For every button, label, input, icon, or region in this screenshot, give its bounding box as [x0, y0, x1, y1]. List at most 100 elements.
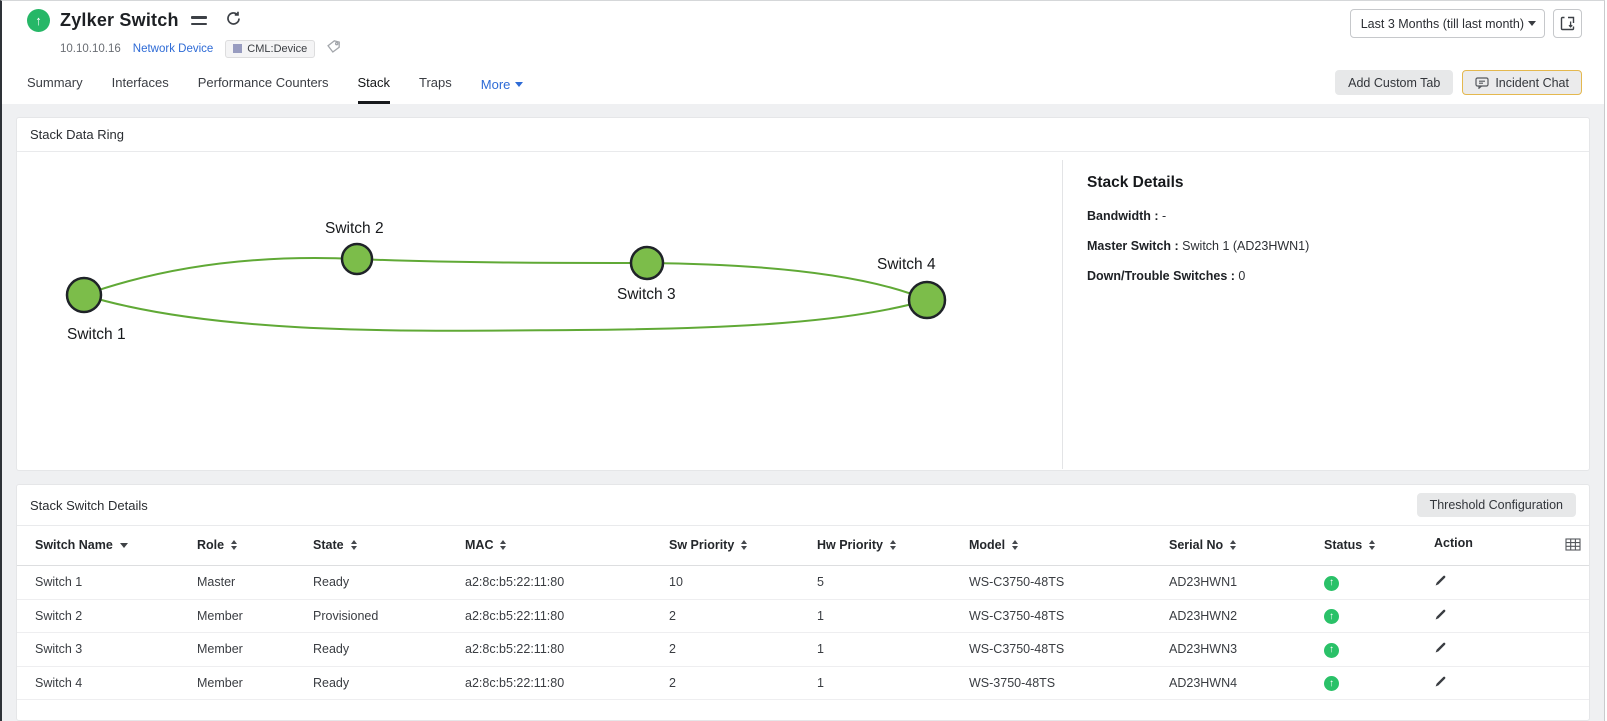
stack-details: Stack Details Bandwidth : - Master Switc… [1063, 152, 1589, 475]
pencil-icon[interactable] [1434, 641, 1447, 654]
pencil-icon[interactable] [1434, 574, 1447, 587]
vertical-divider [1062, 160, 1063, 469]
table-row: Switch 4 Member Ready a2:8c:b5:22:11:80 … [17, 666, 1589, 700]
cell-switch-name: Switch 3 [17, 632, 189, 667]
node-switch-1[interactable] [65, 276, 103, 314]
incident-chat-button[interactable]: Incident Chat [1462, 70, 1582, 95]
stack-switch-table: Switch Name Role State MAC Sw Priority H… [17, 525, 1589, 700]
bandwidth-row: Bandwidth : - [1087, 209, 1589, 223]
hamburger-icon[interactable] [189, 13, 209, 28]
device-ip: 10.10.10.16 [60, 42, 121, 55]
col-model[interactable]: Model [961, 525, 1161, 566]
cell-model: WS-C3750-48TS [961, 632, 1161, 667]
col-sw-priority[interactable]: Sw Priority [661, 525, 809, 566]
cell-sw-priority: 2 [661, 632, 809, 667]
node-switch-4[interactable] [907, 280, 947, 320]
tag-color-swatch-icon [233, 44, 243, 53]
col-switch-name[interactable]: Switch Name [17, 525, 189, 566]
cell-switch-name: Switch 1 [17, 565, 189, 600]
tab-stack[interactable]: Stack [357, 69, 391, 104]
cell-state: Ready [305, 632, 457, 667]
ring-edge [83, 294, 928, 332]
tag-outline-icon[interactable] [325, 38, 342, 59]
add-custom-tab-label: Add Custom Tab [1348, 75, 1441, 90]
tab-performance-counters[interactable]: Performance Counters [197, 75, 329, 90]
sort-up-down-icon [1230, 539, 1237, 551]
cell-mac: a2:8c:b5:22:11:80 [457, 632, 661, 667]
col-serial-no-label: Serial No [1169, 538, 1224, 552]
time-period-selector[interactable]: Last 3 Months (till last month) [1349, 9, 1545, 38]
refresh-icon[interactable] [225, 10, 242, 32]
cell-mac: a2:8c:b5:22:11:80 [457, 666, 661, 700]
sort-up-down-icon [231, 539, 238, 551]
status-up-icon: ↑ [1324, 642, 1339, 658]
col-mac-label: MAC [465, 538, 494, 552]
sorted-desc-icon [119, 542, 128, 548]
cell-hw-priority: 1 [809, 599, 961, 633]
node-switch-3[interactable] [629, 245, 665, 281]
table-footer-space [17, 700, 1589, 720]
col-status[interactable]: Status [1316, 525, 1426, 566]
cell-sw-priority: 2 [661, 666, 809, 700]
master-switch-value: Switch 1 (AD23HWN1) [1182, 239, 1310, 253]
device-title: Zylker Switch [60, 10, 179, 30]
threshold-configuration-label: Threshold Configuration [1429, 498, 1563, 512]
device-type-link[interactable]: Network Device [132, 42, 214, 55]
cell-sw-priority: 10 [661, 565, 809, 600]
threshold-configuration-button[interactable]: Threshold Configuration [1416, 493, 1576, 517]
master-switch-label: Master Switch : [1087, 239, 1179, 253]
cell-model: WS-C3750-48TS [961, 565, 1161, 600]
stack-details-heading: Stack Details [1087, 174, 1184, 191]
cell-mac: a2:8c:b5:22:11:80 [457, 599, 661, 633]
table-grid-icon[interactable] [1565, 538, 1581, 554]
col-mac[interactable]: MAC [457, 525, 661, 566]
stack-data-ring-panel: Stack Data Ring Sw [16, 117, 1590, 471]
cell-role: Member [189, 599, 305, 633]
status-up-icon: ↑ [1324, 609, 1339, 624]
cell-sw-priority: 2 [661, 599, 809, 633]
cell-hw-priority: 1 [809, 632, 961, 667]
table-row: Switch 3 Member Ready a2:8c:b5:22:11:80 … [17, 632, 1589, 667]
add-custom-tab-button[interactable]: Add Custom Tab [1335, 70, 1454, 95]
tab-traps[interactable]: Traps [419, 75, 452, 90]
tab-interfaces[interactable]: Interfaces [111, 75, 169, 90]
sort-up-down-icon [741, 539, 748, 551]
main-content: Stack Data Ring Sw [2, 104, 1604, 721]
down-trouble-value: 0 [1238, 269, 1246, 283]
node-label-switch-1: Switch 1 [67, 326, 126, 343]
col-hw-priority[interactable]: Hw Priority [809, 525, 961, 566]
col-serial-no[interactable]: Serial No [1161, 525, 1316, 566]
cell-role: Master [189, 565, 305, 600]
pencil-icon[interactable] [1434, 675, 1447, 688]
node-label-switch-3: Switch 3 [617, 286, 676, 303]
tab-summary[interactable]: Summary [27, 75, 83, 90]
col-action: Action [1426, 525, 1589, 566]
tab-more-label: More [480, 76, 511, 92]
status-up-icon: ↑ [1324, 575, 1339, 591]
cell-model: WS-3750-48TS [961, 666, 1161, 700]
export-window-button[interactable] [1553, 9, 1582, 38]
device-tabs: Summary Interfaces Performance Counters … [27, 69, 524, 104]
ring-topology-svg: Switch 1 Switch 2 Switch 3 Switch 4 [65, 220, 947, 343]
col-state[interactable]: State [305, 525, 457, 566]
status-up-icon: ↑ [1324, 676, 1339, 691]
tab-more[interactable]: More [481, 69, 524, 104]
node-switch-2[interactable] [340, 242, 374, 276]
col-sw-priority-label: Sw Priority [669, 538, 735, 552]
cell-switch-name: Switch 4 [17, 666, 189, 700]
col-hw-priority-label: Hw Priority [817, 538, 883, 552]
stack-switch-details-title: Stack Switch Details [30, 497, 148, 513]
cell-role: Member [189, 666, 305, 700]
stack-ring-diagram: Switch 1 Switch 2 Switch 3 Switch 4 [17, 152, 1062, 475]
stack-switch-details-panel: Stack Switch Details Threshold Configura… [16, 484, 1590, 721]
tag-chip[interactable]: CML:Device [225, 39, 316, 58]
bandwidth-label: Bandwidth : [1087, 209, 1159, 223]
sort-up-down-icon [890, 539, 896, 551]
ring-edge [356, 258, 648, 264]
ring-edge [646, 262, 928, 301]
node-label-switch-4: Switch 4 [877, 256, 936, 273]
col-role[interactable]: Role [189, 525, 305, 566]
pencil-icon[interactable] [1434, 608, 1447, 621]
sort-up-down-icon [1012, 539, 1019, 551]
